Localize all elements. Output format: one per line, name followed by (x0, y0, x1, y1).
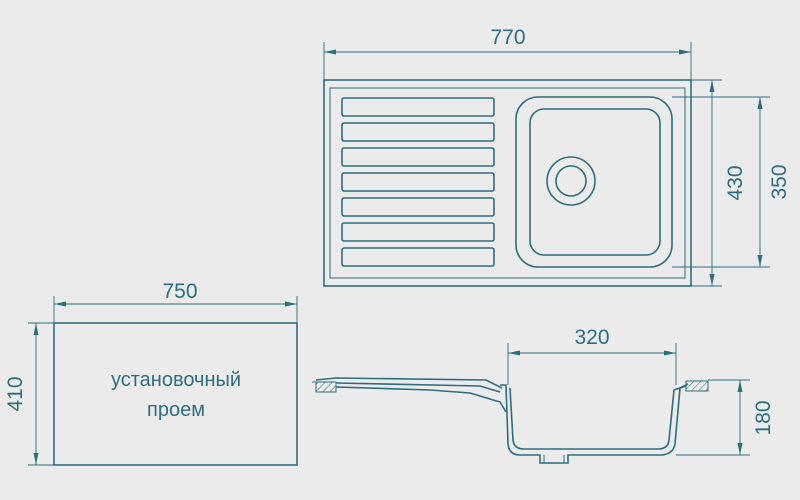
dimension-350-label: 350 (768, 164, 791, 199)
dimension-180: 180 (676, 379, 775, 456)
sink-outline (323, 79, 692, 287)
dimension-410-label: 410 (4, 376, 27, 411)
dimension-320: 320 (507, 326, 677, 385)
dimension-180-label: 180 (752, 400, 775, 435)
drain-hole-outer (546, 156, 596, 206)
drainer-rib (341, 172, 495, 192)
sink-section-view: 320 180 (312, 326, 775, 464)
drainer-rib (341, 97, 495, 117)
dimension-430-label: 430 (724, 165, 747, 200)
drainer-rib (341, 222, 495, 242)
left-clamp (315, 381, 337, 393)
dimension-750: 750 (53, 280, 298, 323)
dimension-770-label: 770 (490, 26, 525, 49)
cutout-caption-line1: установочный (111, 369, 241, 391)
bowl-profile-outer (500, 383, 689, 464)
cutout-outline (53, 322, 298, 466)
dimension-770: 770 (323, 26, 692, 80)
dimension-430: 430 (691, 79, 747, 287)
sink-top-view: 770 430 350 (323, 26, 791, 287)
right-clamp (685, 380, 709, 392)
drain-hole-inner (555, 165, 587, 197)
drainer-rib (341, 147, 495, 167)
drainer-ribs (341, 97, 495, 267)
drainer-profile (315, 377, 507, 413)
bowl-outer (515, 96, 673, 268)
drainer-rib (341, 247, 495, 267)
bowl-profile-inner (509, 385, 687, 450)
bowl-inner (529, 108, 661, 256)
sink-inner-rim (329, 87, 686, 279)
installation-cutout: установочный проем 750 410 (4, 280, 298, 466)
drainer-rib (341, 122, 495, 142)
dimension-350: 350 (672, 96, 791, 268)
dimension-750-label: 750 (162, 280, 197, 303)
drainer-rib (341, 197, 495, 217)
cutout-caption-line2: проем (147, 399, 205, 421)
dimension-320-label: 320 (574, 326, 609, 349)
dimension-410: 410 (4, 322, 54, 466)
